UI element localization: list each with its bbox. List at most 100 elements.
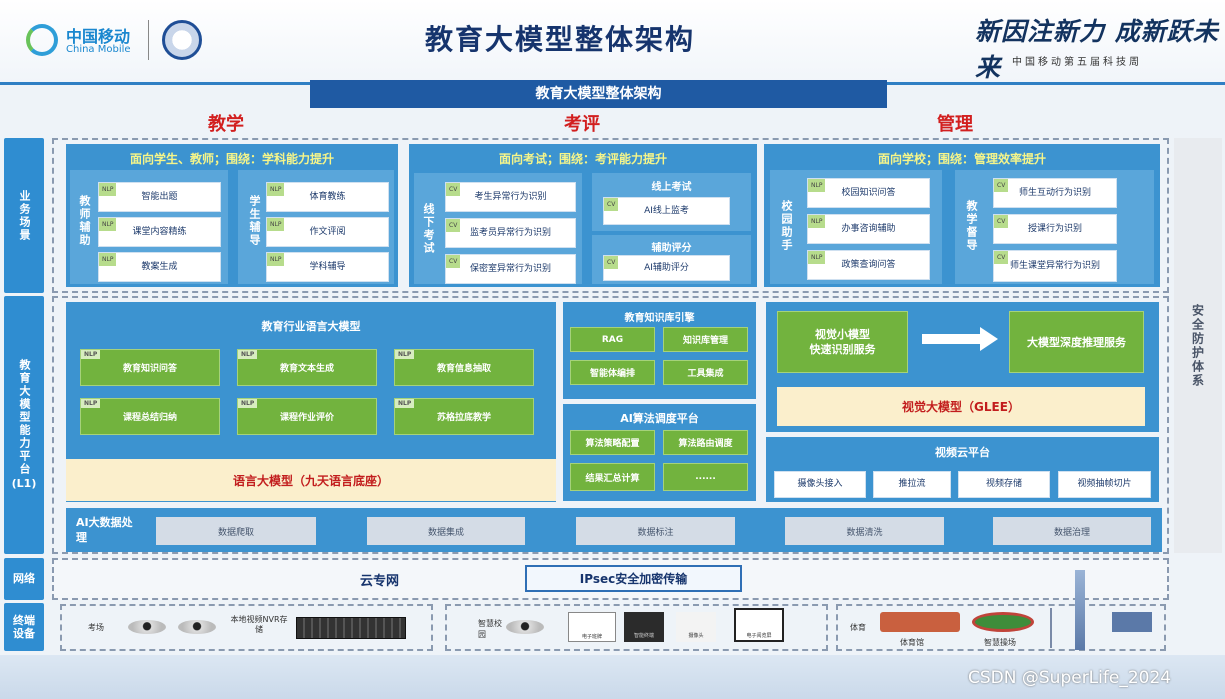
bigdata-label-data: 数据标注 <box>576 517 735 545</box>
campus-assistant-label: 校园助手 <box>780 200 793 252</box>
offline-exam-label: 线下考试 <box>422 203 435 255</box>
kb-item-tools: 工具集成 <box>663 360 748 385</box>
row-label-scenario: 业务场景 <box>4 138 44 293</box>
cloud-private-net: 云专网 <box>360 574 400 589</box>
bigdata-label: AI大数据处理 <box>76 516 133 544</box>
platform-area <box>52 296 1169 554</box>
gym-building-icon <box>880 612 960 632</box>
camera-icon <box>128 620 166 634</box>
university-seal-icon <box>162 20 202 60</box>
algo-item-strategy: 算法策略配置 <box>570 430 655 455</box>
kb-item-agent: 智能体编排 <box>570 360 655 385</box>
arrow-head-icon <box>980 327 998 351</box>
china-mobile-logo-icon <box>26 24 58 56</box>
reading-screen-icon: 电子阅览屏 <box>734 608 784 642</box>
nvr-device-icon <box>296 617 406 639</box>
row-label-terminal: 终端设备 <box>4 603 44 651</box>
kb-title: 教育知识库引擎 <box>624 313 695 324</box>
camera-icon <box>506 620 544 634</box>
algo-item-more: ...... <box>663 463 748 491</box>
vision-base: 视觉大模型（GLEE） <box>777 387 1145 426</box>
sports-label: 体育 <box>850 623 866 632</box>
arrow-right-icon <box>922 334 982 344</box>
row-label-network: 网络 <box>4 558 44 600</box>
page-title: 教育大模型整体架构 <box>424 23 695 56</box>
camera-icon <box>178 620 216 634</box>
bigdata-governance: 数据治理 <box>993 517 1151 545</box>
teaching-supervision-label: 教学督导 <box>965 200 978 252</box>
architecture-banner: 教育大模型整体架构 <box>310 80 887 108</box>
smart-campus-label: 智慧校园 <box>478 619 502 639</box>
video-item-frame: 视频抽帧切片 <box>1058 471 1151 498</box>
logo-text-cn: 中国移动 <box>66 27 131 46</box>
security-system-panel: 安全防护体系 <box>1174 138 1222 553</box>
exam-title: 面向考试；围绕：考评能力提升 <box>498 152 667 166</box>
kb-item-kb-mgmt: 知识库管理 <box>663 327 748 352</box>
logo-text-en: China Mobile <box>66 44 131 55</box>
slogan: 新因注新力 成新跃未来 <box>975 17 1219 82</box>
vision-small-model: 视觉小模型 快速识别服务 <box>777 311 908 373</box>
video-item-storage: 视频存储 <box>958 471 1050 498</box>
scenario-area <box>52 138 1169 293</box>
algo-item-summary: 结果汇总计算 <box>570 463 655 491</box>
mgmt-title: 面向学校；围绕：管理效率提升 <box>877 152 1046 166</box>
field-label: 智慧操场 <box>984 638 1016 647</box>
header <box>0 0 1225 82</box>
section-mgmt: 管理 <box>937 114 973 135</box>
sports-field-icon <box>972 612 1034 632</box>
section-teach: 教学 <box>208 114 244 135</box>
slogan-subtitle: 中国移动第五届科技周 <box>1012 57 1142 68</box>
camera-device-icon: 摄像头 <box>676 612 716 642</box>
terminal-sports-area <box>836 604 1166 651</box>
video-cloud-title: 视频云平台 <box>935 446 990 459</box>
class-board-icon: 电子班牌 <box>568 612 616 642</box>
algo-item-routing: 算法路由调度 <box>663 430 748 455</box>
llm-title: 教育行业语言大模型 <box>261 320 361 333</box>
video-item-camera: 摄像头接入 <box>774 471 866 498</box>
nvr-label: 本地视频NVR存储 <box>230 615 288 634</box>
terminal-campus-area <box>445 604 828 651</box>
terminal-exam-area <box>60 604 433 651</box>
section-exam: 考评 <box>564 114 600 135</box>
skyline-icon <box>1112 612 1152 632</box>
llm-base: 语言大模型（九天语言底座） <box>66 459 556 501</box>
video-item-stream: 推拉流 <box>873 471 951 498</box>
bigdata-clean: 数据清洗 <box>785 517 944 545</box>
algo-title: AI算法调度平台 <box>620 412 699 425</box>
row-label-platform: 教育大模型能力平台(L1) <box>4 296 44 554</box>
watermark: CSDN @SuperLife_2024 <box>968 668 1172 688</box>
vision-deep-inference: 大模型深度推理服务 <box>1009 311 1144 373</box>
exam-room-label: 考场 <box>88 623 104 632</box>
kb-item-rag: RAG <box>570 327 655 352</box>
footer-band <box>0 655 1225 699</box>
smart-terminal-icon: 智能终端 <box>624 612 664 642</box>
student-tutor-label: 学生辅导 <box>248 195 261 247</box>
tower-icon <box>1050 608 1052 648</box>
ipsec-transport: IPsec安全加密传输 <box>525 565 742 592</box>
teacher-assist-label: 教师辅助 <box>78 195 91 247</box>
bigdata-crawl: 数据爬取 <box>156 517 316 545</box>
bigdata-integrate: 数据集成 <box>367 517 525 545</box>
